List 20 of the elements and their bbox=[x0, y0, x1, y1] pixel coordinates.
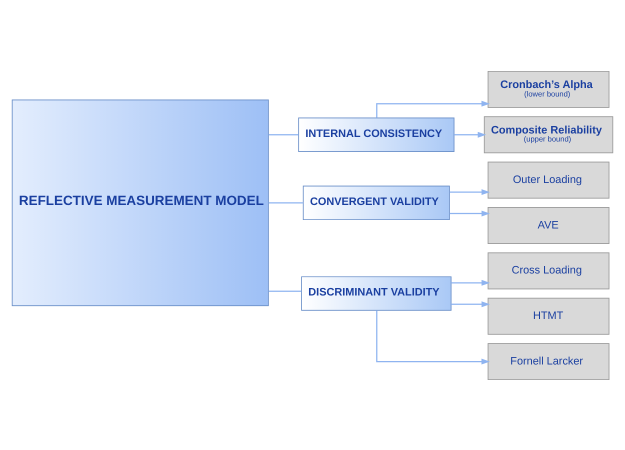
node-box: INTERNAL CONSISTENCY bbox=[298, 117, 454, 152]
node-box: REFLECTIVE MEASUREMENT MODEL bbox=[12, 99, 269, 306]
connector bbox=[268, 202, 304, 203]
node-box: Fornell Larcker bbox=[488, 342, 610, 380]
node-box: AVE bbox=[488, 206, 610, 244]
arrow bbox=[450, 188, 490, 195]
connector bbox=[268, 134, 299, 135]
arrow bbox=[454, 131, 486, 138]
arrow bbox=[450, 210, 490, 216]
node-box: Cronbach’s Alpha (lower bound) bbox=[488, 70, 610, 108]
node-box: CONVERGENT VALIDITY bbox=[302, 185, 450, 220]
arrow bbox=[376, 310, 490, 364]
arrow bbox=[451, 279, 490, 286]
node-box: Cross Loading bbox=[488, 252, 610, 289]
node-box: DISCRIMINANT VALIDITY bbox=[301, 276, 452, 310]
node-box: HTMT bbox=[488, 297, 610, 334]
node-box: Composite Reliability (upper bound) bbox=[484, 116, 614, 153]
connector bbox=[268, 290, 302, 292]
arrow bbox=[451, 300, 490, 307]
node-box: Outer Loading bbox=[488, 161, 610, 198]
